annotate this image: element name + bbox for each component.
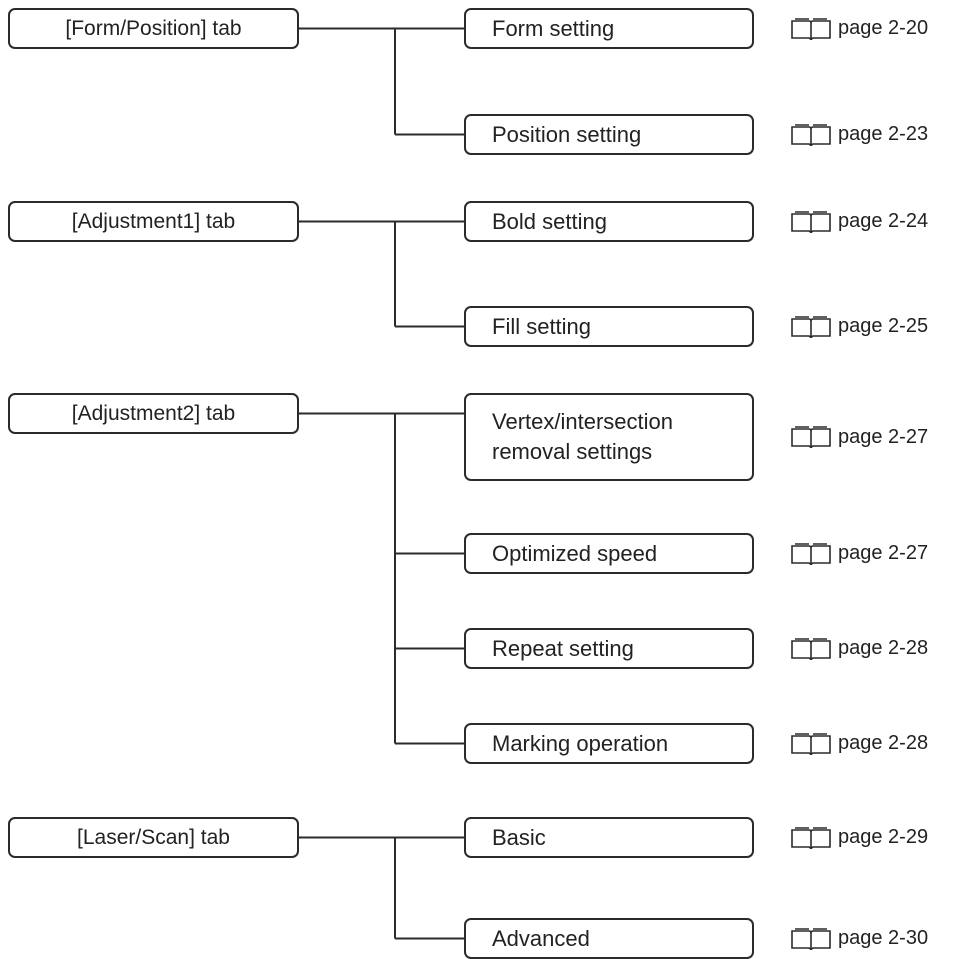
setting-box: Optimized speed: [464, 533, 754, 574]
setting-box: Basic: [464, 817, 754, 858]
page-reference-label: page 2-23: [838, 123, 929, 145]
book-icon: [791, 732, 831, 755]
tab-box: [Adjustment2] tab: [8, 393, 299, 434]
page-reference: page 2-24: [790, 208, 928, 236]
page-reference: page 2-25: [790, 313, 928, 341]
page-reference-label: page 2-29: [838, 826, 929, 848]
setting-box: Fill setting: [464, 306, 754, 347]
page-reference: page 2-30: [790, 925, 928, 953]
setting-box: Vertex/intersection removal settings: [464, 393, 754, 481]
book-icon: [791, 210, 831, 233]
tab-box: [Laser/Scan] tab: [8, 817, 299, 858]
setting-box: Form setting: [464, 8, 754, 49]
setting-box: Marking operation: [464, 723, 754, 764]
setting-box: Position setting: [464, 114, 754, 155]
book-icon: [791, 927, 831, 950]
page-reference-label: page 2-25: [838, 315, 929, 337]
book-icon: [791, 826, 831, 849]
page-reference-label: page 2-28: [838, 732, 929, 754]
book-icon: [791, 426, 831, 449]
page-reference-label: page 2-28: [838, 637, 929, 659]
page-reference: page 2-28: [790, 730, 928, 758]
tab-box: [Form/Position] tab: [8, 8, 299, 49]
book-icon: [791, 17, 831, 40]
page-reference-label: page 2-20: [838, 17, 929, 39]
setting-box: Bold setting: [464, 201, 754, 242]
page-reference-label: page 2-24: [838, 210, 929, 232]
page-reference-label: page 2-27: [838, 542, 929, 564]
page-reference-label: page 2-27: [838, 425, 929, 448]
book-icon: [791, 637, 831, 660]
book-icon: [791, 123, 831, 146]
page-reference: page 2-20: [790, 15, 928, 43]
page-reference: page 2-28: [790, 635, 928, 663]
book-icon: [791, 542, 831, 565]
page-reference: page 2-23: [790, 121, 928, 149]
tab-box: [Adjustment1] tab: [8, 201, 299, 242]
page-reference: page 2-27: [790, 540, 928, 568]
page-reference: page 2-27: [790, 423, 928, 451]
page-reference: page 2-29: [790, 824, 928, 852]
book-icon: [791, 315, 831, 338]
setting-box: Advanced: [464, 918, 754, 959]
setting-box: Repeat setting: [464, 628, 754, 669]
page-reference-label: page 2-30: [838, 927, 929, 949]
